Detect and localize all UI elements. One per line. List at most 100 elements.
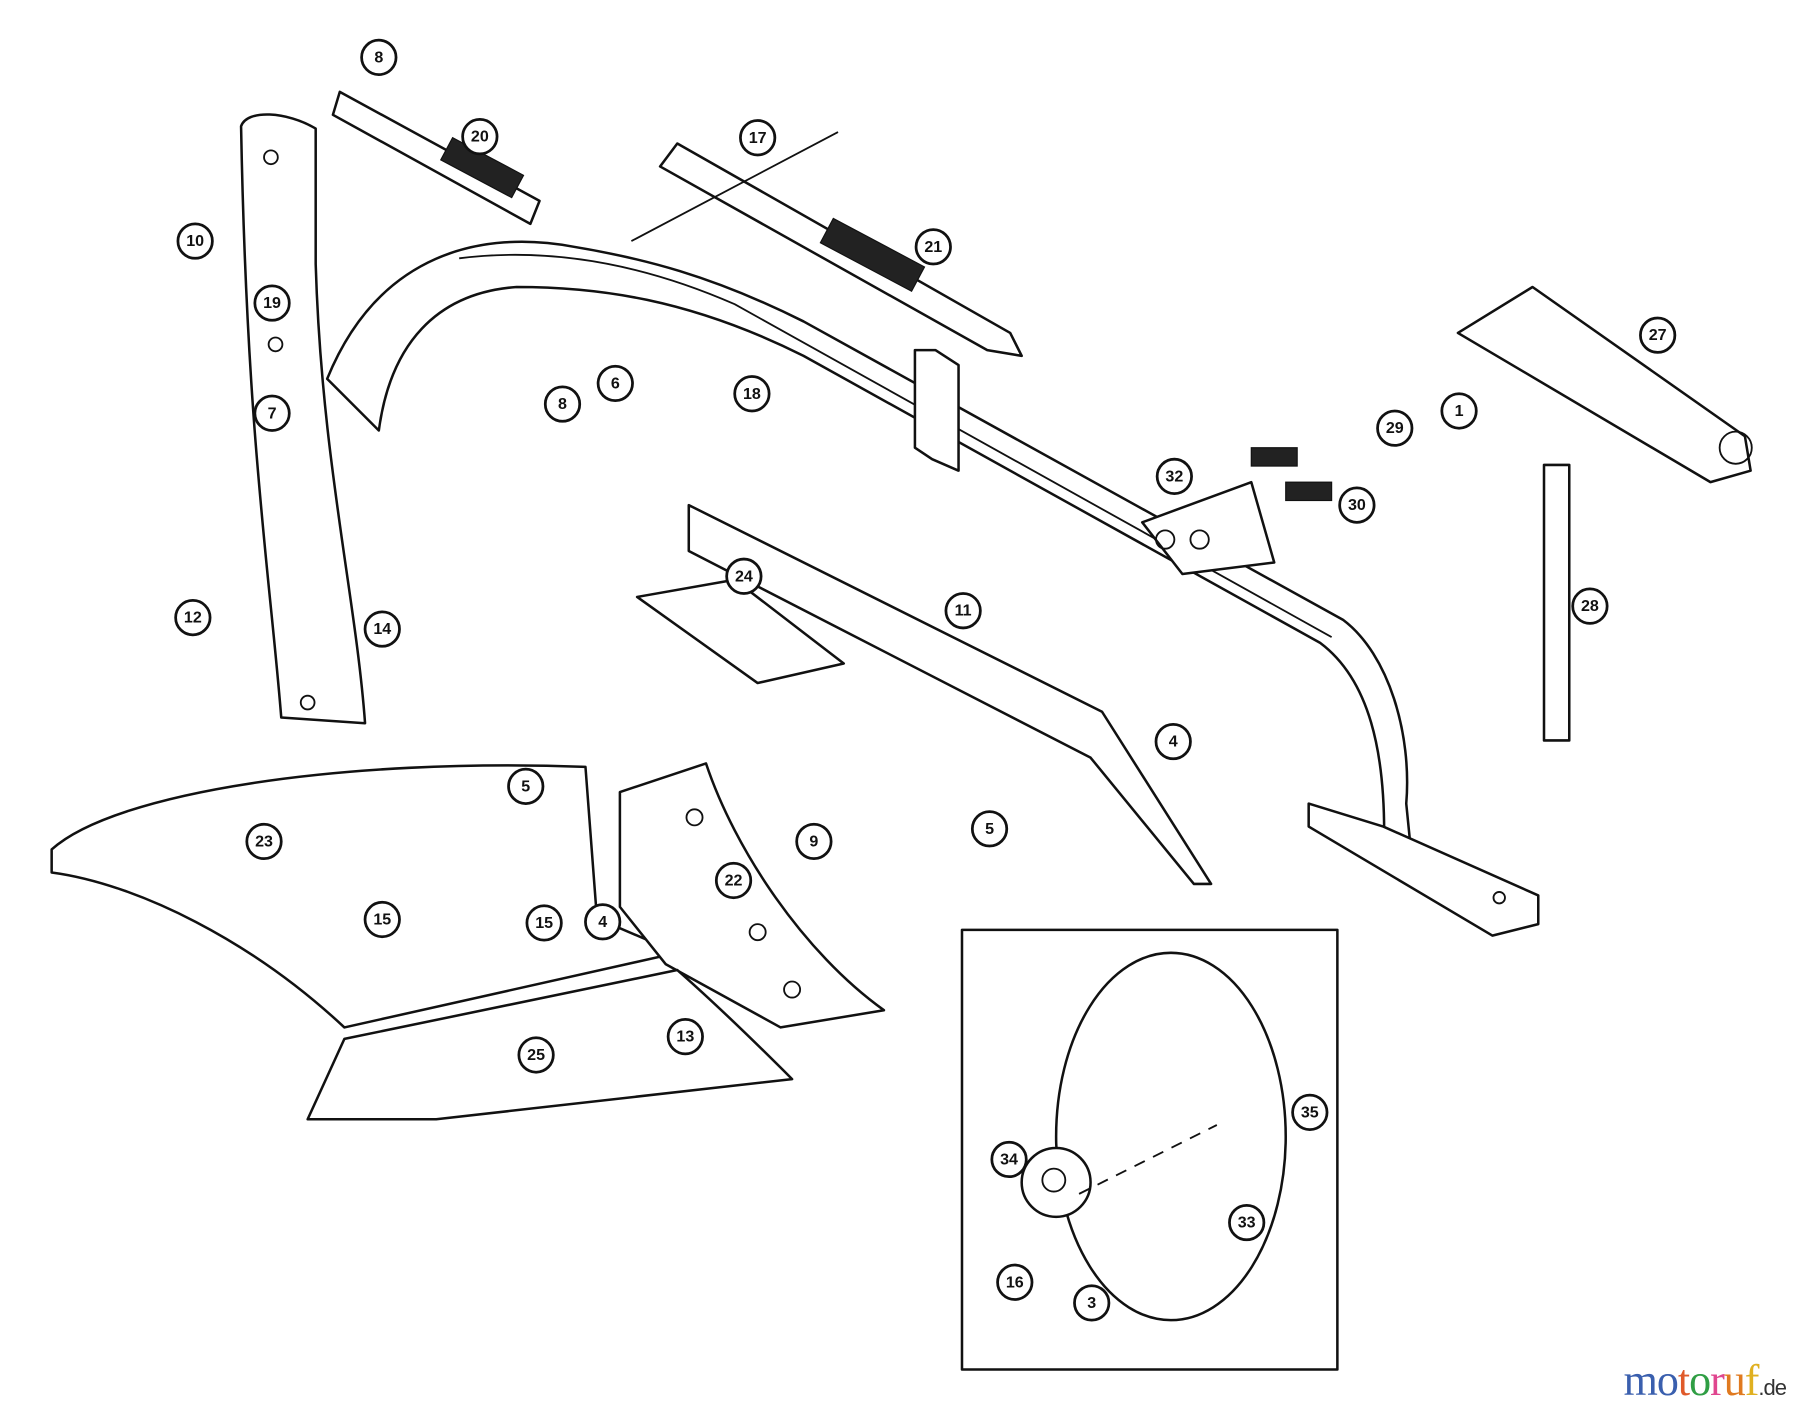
callout-label: 29 [1386,419,1404,437]
callout-19: 19 [253,284,291,322]
hitch-27-28 [1456,285,1753,742]
callout-circle [1440,392,1478,430]
callout-33: 33 [1228,1203,1266,1242]
callout-circle [596,364,634,403]
frog-22 [618,762,886,1029]
callout-label: 11 [955,602,972,620]
callout-label: 15 [373,911,391,929]
callout-label: 13 [676,1028,694,1046]
callout-label: 32 [1165,467,1183,485]
callout-circle [666,1018,704,1056]
callout-35: 35 [1291,1093,1329,1131]
callout-14: 14 [363,610,401,648]
rod-17-21 [630,131,1023,358]
callout-circle [1154,722,1192,761]
callout-27: 27 [1639,316,1677,354]
callout-10: 10 [176,222,214,260]
callout-21: 21 [914,228,952,266]
callout-circle [1376,409,1414,447]
callout-circle [360,38,398,76]
callout-circle [461,118,499,156]
callout-circle [525,904,563,942]
callout-circle [739,119,777,157]
watermark: motoruf.de [1623,1355,1787,1406]
callout-label: 6 [611,374,620,392]
callout-circle [1228,1203,1266,1242]
callout-circle [253,394,291,432]
watermark-letter: t [1677,1356,1690,1405]
callout-34: 34 [990,1140,1028,1179]
callout-label: 4 [598,913,607,931]
callout-11: 11 [944,592,982,630]
moldboard-23 [50,764,679,1029]
callout-circle [914,228,952,266]
callout-label: 18 [743,385,761,403]
callout-circle [990,1140,1028,1179]
callout-circle [996,1263,1034,1301]
callout-5: 5 [507,767,545,805]
callout-circle [543,385,582,423]
callout-32: 32 [1155,457,1193,496]
callout-22: 22 [714,861,753,900]
standard-19 [239,113,367,725]
callout-circle [1291,1093,1329,1131]
callout-label: 14 [373,620,391,638]
callout-8: 8 [360,38,398,76]
callout-label: 10 [186,232,204,250]
callout-circle [245,822,283,861]
watermark-letter: o [1689,1356,1711,1405]
callout-5: 5 [970,810,1009,848]
callout-circle [795,822,833,861]
callout-16: 16 [996,1263,1034,1301]
watermark-main: motoruf [1623,1356,1760,1405]
callout-label: 22 [725,871,743,889]
callout-label: 5 [985,820,994,838]
callout-circle [507,767,545,805]
callout-circle [363,900,401,939]
callout-8: 8 [543,385,582,423]
callout-9: 9 [795,822,833,861]
callout-label: 8 [558,395,567,413]
callout-15: 15 [363,900,401,939]
callout-circle [1338,486,1376,524]
callout-label: 8 [374,48,383,66]
callout-circle [733,375,771,413]
callout-circle [1073,1284,1111,1322]
watermark-letter: f [1744,1356,1760,1405]
callout-label: 4 [1169,733,1178,751]
callout-7: 7 [253,394,291,432]
watermark-letter: m [1623,1356,1658,1405]
watermark-suffix: .de [1758,1375,1787,1400]
callout-circle [174,599,212,637]
callout-circle [714,861,753,900]
clevis-32 [1140,447,1333,576]
callout-29: 29 [1376,409,1414,447]
callout-label: 23 [255,832,273,850]
callout-label: 7 [268,404,277,422]
callout-label: 34 [1000,1150,1018,1168]
callout-label: 27 [1649,326,1667,344]
callout-label: 19 [263,294,281,312]
callout-label: 1 [1455,402,1464,420]
callout-circle [1155,457,1193,496]
callout-label: 21 [924,238,942,256]
callout-1: 1 [1440,392,1478,430]
callout-label: 17 [749,129,767,147]
callout-circle [1639,316,1677,354]
callout-17: 17 [739,119,777,157]
callout-label: 5 [521,777,530,795]
callout-6: 6 [596,364,634,403]
callout-circle [725,557,763,595]
callout-23: 23 [245,822,283,861]
callout-label: 20 [471,128,489,146]
watermark-letter: u [1723,1356,1746,1405]
callout-circle [944,592,982,630]
callout-3: 3 [1073,1284,1111,1322]
callout-label: 15 [535,914,553,932]
callout-25: 25 [517,1036,555,1074]
callout-label: 30 [1348,496,1366,514]
watermark-letter: r [1710,1356,1725,1405]
callout-15: 15 [525,904,563,942]
